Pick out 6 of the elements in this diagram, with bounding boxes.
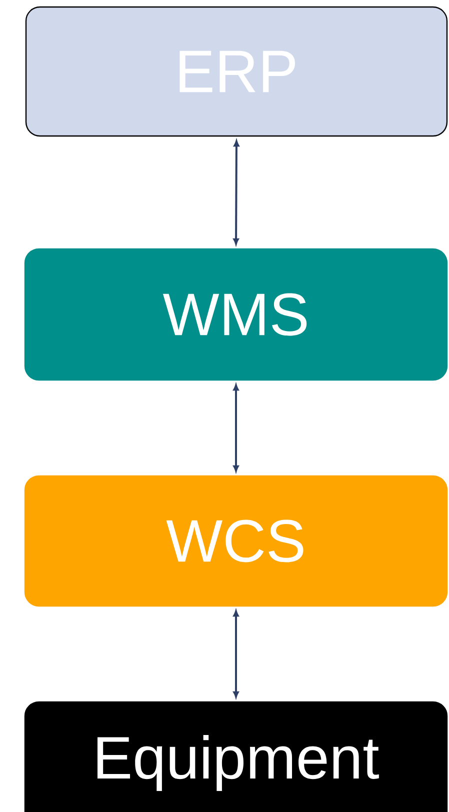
system-box: Equipment [24, 701, 448, 812]
system-box: WCS [24, 475, 448, 607]
system-box: WMS [24, 248, 448, 381]
arrow [233, 610, 239, 698]
arrow [233, 140, 240, 245]
arrow [233, 384, 239, 472]
